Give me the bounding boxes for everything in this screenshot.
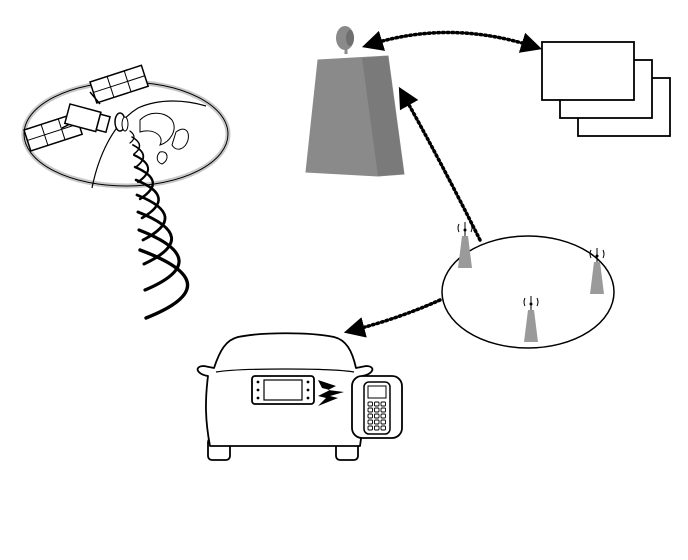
gps-signal-waves-icon: [129, 130, 190, 320]
phone-key: [380, 407, 386, 413]
phone-key: [367, 419, 373, 425]
cell-antenna-icon: [457, 222, 473, 268]
cellular-network-icon: [441, 222, 615, 349]
phone-key: [367, 401, 373, 407]
phone-key: [374, 413, 380, 419]
bluetooth-link-icon: [318, 380, 344, 406]
link-network-tower: [398, 86, 482, 242]
mobile-phone-icon: [351, 375, 403, 439]
phone-key: [374, 425, 380, 431]
phone-key: [374, 419, 380, 425]
cell-antenna-icon: [589, 248, 605, 294]
phone-key: [380, 401, 386, 407]
link-server-tower: [361, 30, 543, 53]
phone-key: [374, 401, 380, 407]
phone-key: [380, 413, 386, 419]
phone-key: [374, 407, 380, 413]
satellite-icon: [23, 64, 150, 152]
phone-key: [367, 425, 373, 431]
cell-antenna-icon: [523, 296, 539, 342]
server-documents-icon: [541, 41, 671, 137]
phone-key: [367, 407, 373, 413]
phone-key: [367, 413, 373, 419]
phone-key: [380, 419, 386, 425]
dotted-links: [343, 30, 543, 338]
link-network-car: [343, 298, 442, 338]
broadcast-tower-icon: [305, 26, 405, 177]
navigation-unit-icon: [251, 375, 315, 405]
phone-key: [380, 425, 386, 431]
